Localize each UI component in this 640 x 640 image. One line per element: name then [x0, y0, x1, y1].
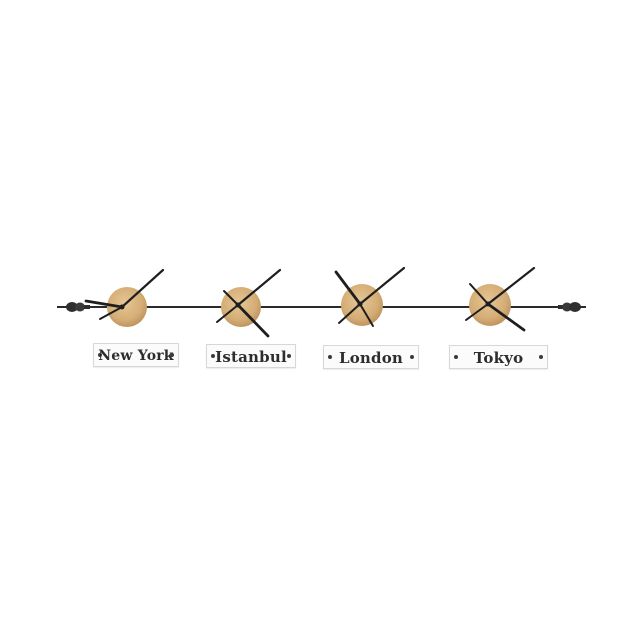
- screw-icon: [410, 355, 414, 359]
- minute-hand: [486, 266, 536, 306]
- left-end-cap: [57, 302, 90, 312]
- city-label: New York: [98, 348, 174, 364]
- hour-hand: [486, 302, 526, 332]
- clock-new-york: [84, 268, 165, 327]
- clock-london: [334, 266, 406, 327]
- screw-icon: [539, 355, 543, 359]
- hour-hand: [236, 303, 270, 338]
- city-label: Istanbul: [215, 348, 287, 366]
- city-plate-london: London: [323, 345, 419, 369]
- screw-icon: [454, 355, 458, 359]
- screw-icon: [287, 354, 291, 358]
- screw-icon: [328, 355, 332, 359]
- city-plate-new-york: New York: [93, 343, 179, 367]
- hand-tail: [99, 306, 123, 320]
- hour-hand: [84, 299, 124, 309]
- minute-hand: [120, 268, 165, 309]
- screw-icon: [98, 353, 102, 357]
- city-label: Tokyo: [473, 349, 524, 367]
- right-end-cap: [558, 302, 586, 312]
- screw-icon: [170, 353, 174, 357]
- clock-tokyo: [465, 266, 536, 332]
- city-label: London: [338, 349, 404, 367]
- city-plate-istanbul: Istanbul: [206, 344, 296, 368]
- minute-hand: [358, 266, 406, 306]
- screw-icon: [211, 354, 215, 358]
- minute-hand: [236, 268, 282, 307]
- city-plate-tokyo: Tokyo: [449, 345, 548, 369]
- clock-face: [107, 287, 147, 327]
- clock-istanbul: [216, 268, 282, 338]
- hour-hand: [334, 270, 362, 306]
